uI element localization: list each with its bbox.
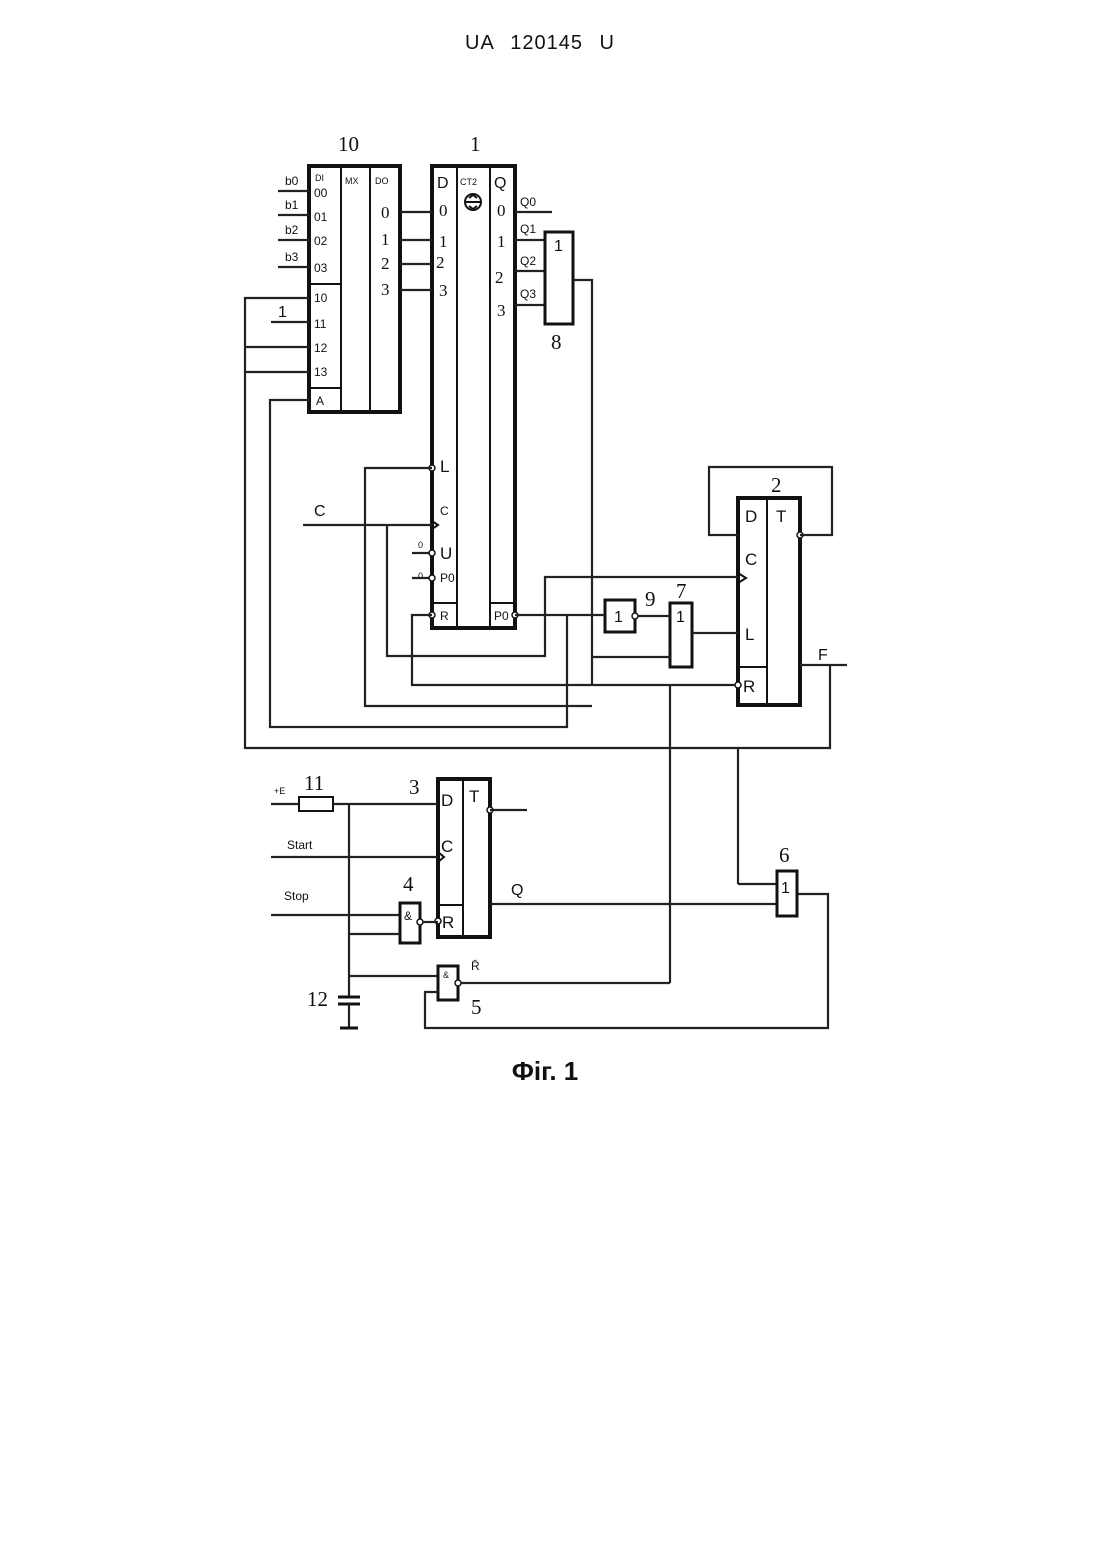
mux-input-10: 10 [314,291,328,305]
and-gate-5: & 5 R̄ [438,959,482,1019]
and-gate-4-symbol: & [404,909,412,923]
signal-q-output: Q [511,882,523,899]
trigger-2-pin-c: C [745,550,757,569]
counter-pin-c: C [440,504,449,518]
signal-q3: Q3 [520,287,536,301]
multiplexer-number: 10 [338,132,359,156]
or-gate-7-symbol: 1 [676,609,685,626]
trigger-2-pin-l: L [745,625,754,644]
trigger-3-pin-r: R [442,913,454,932]
counter-const-u: 0 [418,540,423,550]
mux-di-label: DI [315,173,324,183]
inverter-9-symbol: 1 [614,609,623,626]
trigger-3-pin-t: T [469,787,479,806]
counter-out-1: 1 [497,232,506,251]
mux-input-01: 01 [314,210,328,224]
counter-pin-u: U [440,544,452,563]
counter-pin-p0: P0 [440,571,455,585]
counter-data-2: 2 [436,253,445,272]
signal-f: F [818,647,828,664]
and-gate-4-number: 4 [403,872,414,896]
trigger-3-pin-d: D [441,791,453,810]
counter-out-0: 0 [497,201,506,220]
signal-r-bar: R̄ [471,959,480,973]
trigger-2-pin-d: D [745,507,757,526]
signal-b1: b1 [285,198,299,212]
mux-select-a: A [316,394,324,408]
and-gate-5-number: 5 [471,995,482,1019]
mux-output-2: 2 [381,254,390,273]
mux-input-11: 11 [314,317,327,331]
trigger-2-pin-t: T [776,507,786,526]
or-gate-6-number: 6 [779,843,790,867]
multiplexer-10: 10 DI MX DO 00 01 02 03 10 11 12 13 A 0 … [271,132,400,412]
counter-q-label: Q [494,175,506,192]
counter-out-3: 3 [497,301,506,320]
counter-number: 1 [470,132,481,156]
capacitor-12: 12 [307,987,360,1028]
mux-output-3: 3 [381,280,390,299]
counter-pin-l: L [440,457,449,476]
counter-const-p0: 0 [418,571,423,581]
signal-b0: b0 [285,174,299,188]
figure-caption: Фіг. 1 [0,1056,1090,1087]
signal-clock-c: C [314,503,326,520]
counter-pin-r: R [440,609,449,623]
mux-const-one: 1 [278,304,287,321]
counter-ct2-label: CT2 [460,177,477,187]
signal-q2: Q2 [520,254,536,268]
or-gate-8: 1 8 [545,232,573,354]
counter-1: 1 D CT2 Q 0 1 2 3 0 1 2 3 L C U P0 R 0 0… [412,132,552,628]
and-gate-5-symbol: & [443,970,449,980]
mux-input-12: 12 [314,341,328,355]
inverter-9: 1 9 [605,587,656,632]
counter-data-1: 1 [439,232,448,251]
trigger-2: 2 D T C L R F [735,473,828,705]
or-gate-6-symbol: 1 [781,880,790,897]
signal-start: Start [287,838,313,852]
and-gate-4: & 4 [400,872,423,943]
trigger-3-number: 3 [409,775,420,799]
mux-mx-label: MX [345,176,359,186]
mux-input-02: 02 [314,234,328,248]
trigger-2-pin-r: R [743,677,755,696]
inverter-9-number: 9 [645,587,656,611]
mux-input-03: 03 [314,261,328,275]
capacitor-12-number: 12 [307,987,328,1011]
signal-q0: Q0 [520,195,536,209]
or-gate-8-number: 8 [551,330,562,354]
trigger-3-pin-c: C [441,837,453,856]
resistor-11-number: 11 [304,771,324,795]
or-gate-6: 1 6 [777,843,797,916]
mux-output-1: 1 [381,230,390,249]
signal-stop: Stop [284,889,309,903]
mux-input-00: 00 [314,186,328,200]
counter-out-2: 2 [495,268,504,287]
counter-borrow-label: P0 [494,609,509,623]
signal-q1: Q1 [520,222,536,236]
mux-do-label: DO [375,176,389,186]
or-gate-7-number: 7 [676,579,687,603]
counter-d-label: D [437,175,449,192]
mux-input-13: 13 [314,365,328,379]
or-gate-8-symbol: 1 [554,238,563,255]
counter-data-0: 0 [439,201,448,220]
signal-b3: b3 [285,250,299,264]
mux-output-0: 0 [381,203,390,222]
signal-b2: b2 [285,223,299,237]
counter-data-3: 3 [439,281,448,300]
logic-circuit-diagram: 10 DI MX DO 00 01 02 03 10 11 12 13 A 0 … [0,0,1101,1100]
or-gate-7: 1 7 [670,579,692,667]
supply-plus-e: +E [274,786,285,796]
trigger-2-number: 2 [771,473,782,497]
